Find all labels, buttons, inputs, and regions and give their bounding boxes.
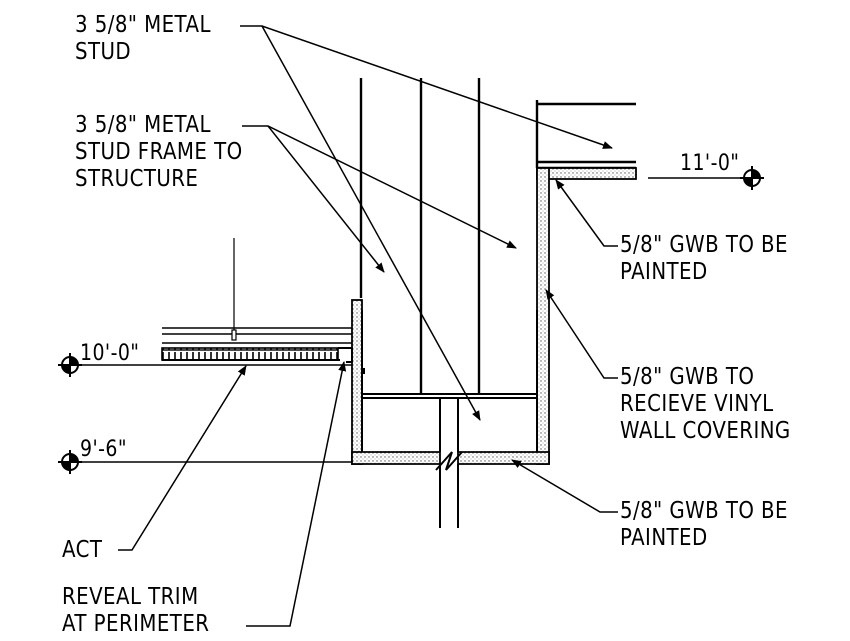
label-line: 5/8" GWB TO [620,364,755,390]
elevation-soffit: 9'-6" [80,437,127,462]
label-line: PAINTED [620,259,708,285]
label-line: AT PERIMETER [62,611,210,637]
act-ceiling [161,238,353,363]
label-line: STRUCTURE [75,166,199,192]
target-icon [58,353,82,377]
metal-stud-label: 3 5/8" METAL STUD [75,12,211,66]
gypsum-board [351,167,637,465]
gwb-bottom-board [457,451,550,465]
wall-and-soffit-framing [359,78,636,394]
label-line: 3 5/8" METAL [75,112,211,138]
gwb-painted-bottom-label: 5/8" GWB TO BE PAINTED [620,498,788,552]
act-tiles [161,347,339,361]
gwb-left-board [351,299,363,465]
elevation-targets [58,166,764,474]
target-icon [740,166,764,190]
label-line: WALL COVERING [620,418,791,444]
break-symbol [435,451,463,471]
label-line: 5/8" GWB TO BE [620,498,788,524]
stud-frame-label: 3 5/8" METAL STUD FRAME TO STRUCTURE [75,112,243,193]
label-line: RECIEVE VINYL [620,391,774,417]
elevation-lines [58,177,752,463]
elevation-ceiling: 10'-0" [80,341,140,366]
gwb-painted-top-label: 5/8" GWB TO BE PAINTED [620,232,788,286]
inner-frame [361,310,538,528]
reveal-trim-label: REVEAL TRIM AT PERIMETER [62,584,209,638]
elevation-upper: 11'-0" [680,151,740,176]
label-line: STUD [75,39,132,65]
act-label: ACT [62,537,102,564]
leader-lines [118,25,618,627]
label-line: STUD FRAME TO [75,139,243,165]
label-line: 5/8" GWB TO BE [620,232,788,258]
gwb-bottom-board [351,451,441,465]
label-line: 3 5/8" METAL [75,12,211,38]
reveal-trim [338,347,353,363]
label-line: REVEAL TRIM [62,584,199,610]
gwb-top-board [536,167,637,180]
label-line: ACT [62,537,103,563]
label-line: PAINTED [620,525,708,551]
gwb-vinyl-label: 5/8" GWB TO RECIEVE VINYL WALL COVERING [620,364,791,445]
gwb-right-board [536,167,550,465]
target-icon [58,450,82,474]
